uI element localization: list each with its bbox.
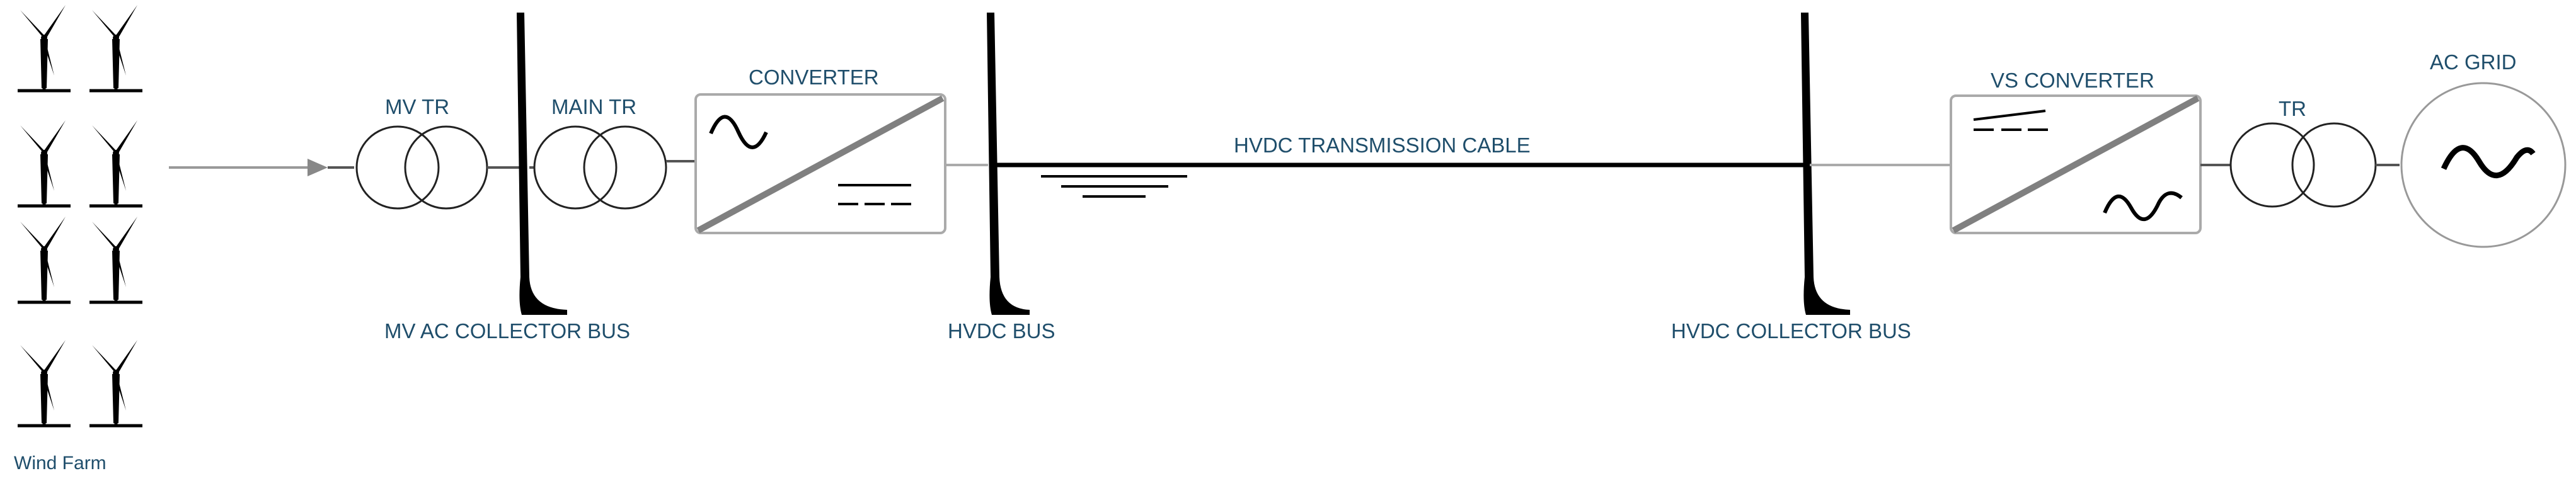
wind-turbine-icon: [18, 217, 71, 302]
wind-turbine-icon: [89, 5, 142, 91]
ac-grid-source: [2400, 82, 2567, 248]
main-transformer: [533, 125, 667, 210]
tr-label: TR: [2279, 97, 2306, 120]
wind-turbine-icon: [18, 120, 71, 206]
hvdc-bus-label: HVDC BUS: [948, 319, 1055, 343]
ac-sine-icon: [2441, 145, 2536, 178]
hvdc-transmission-cable-label: HVDC TRANSMISSION CABLE: [1234, 134, 1531, 157]
wind-farm-label: Wind Farm: [14, 453, 106, 474]
hvdc-bus: [987, 13, 1030, 315]
ground-icon: [1041, 175, 1187, 198]
wind-farm: [18, 5, 142, 426]
wind-turbine-icon: [18, 5, 71, 91]
vs-converter-box: [1950, 94, 2202, 234]
main-tr-label: MAIN TR: [551, 95, 636, 118]
wind-turbine-icon: [89, 217, 142, 302]
ac-sine-icon: [709, 115, 768, 149]
grid-transformer: [2229, 122, 2377, 208]
hvdc-collector-bus-label: HVDC COLLECTOR BUS: [1671, 319, 1911, 343]
wind-turbine-icon: [18, 340, 71, 426]
ac-grid-label: AC GRID: [2430, 50, 2517, 74]
wind-turbine-icon: [89, 120, 142, 206]
dc-symbol-line: [1973, 110, 2046, 121]
power-flow-arrow: [169, 159, 354, 176]
ac-sine-icon: [2103, 191, 2183, 222]
mv-ac-collector-bus: [517, 13, 567, 315]
converter-label: CONVERTER: [749, 65, 879, 89]
vs-converter-label: VS CONVERTER: [1991, 69, 2154, 92]
converter-box: [694, 93, 946, 234]
wind-turbine-icon: [89, 340, 142, 426]
mv-tr-label: MV TR: [385, 95, 449, 118]
mv-ac-collector-bus-label: MV AC COLLECTOR BUS: [384, 319, 630, 343]
mv-transformer: [355, 125, 488, 210]
